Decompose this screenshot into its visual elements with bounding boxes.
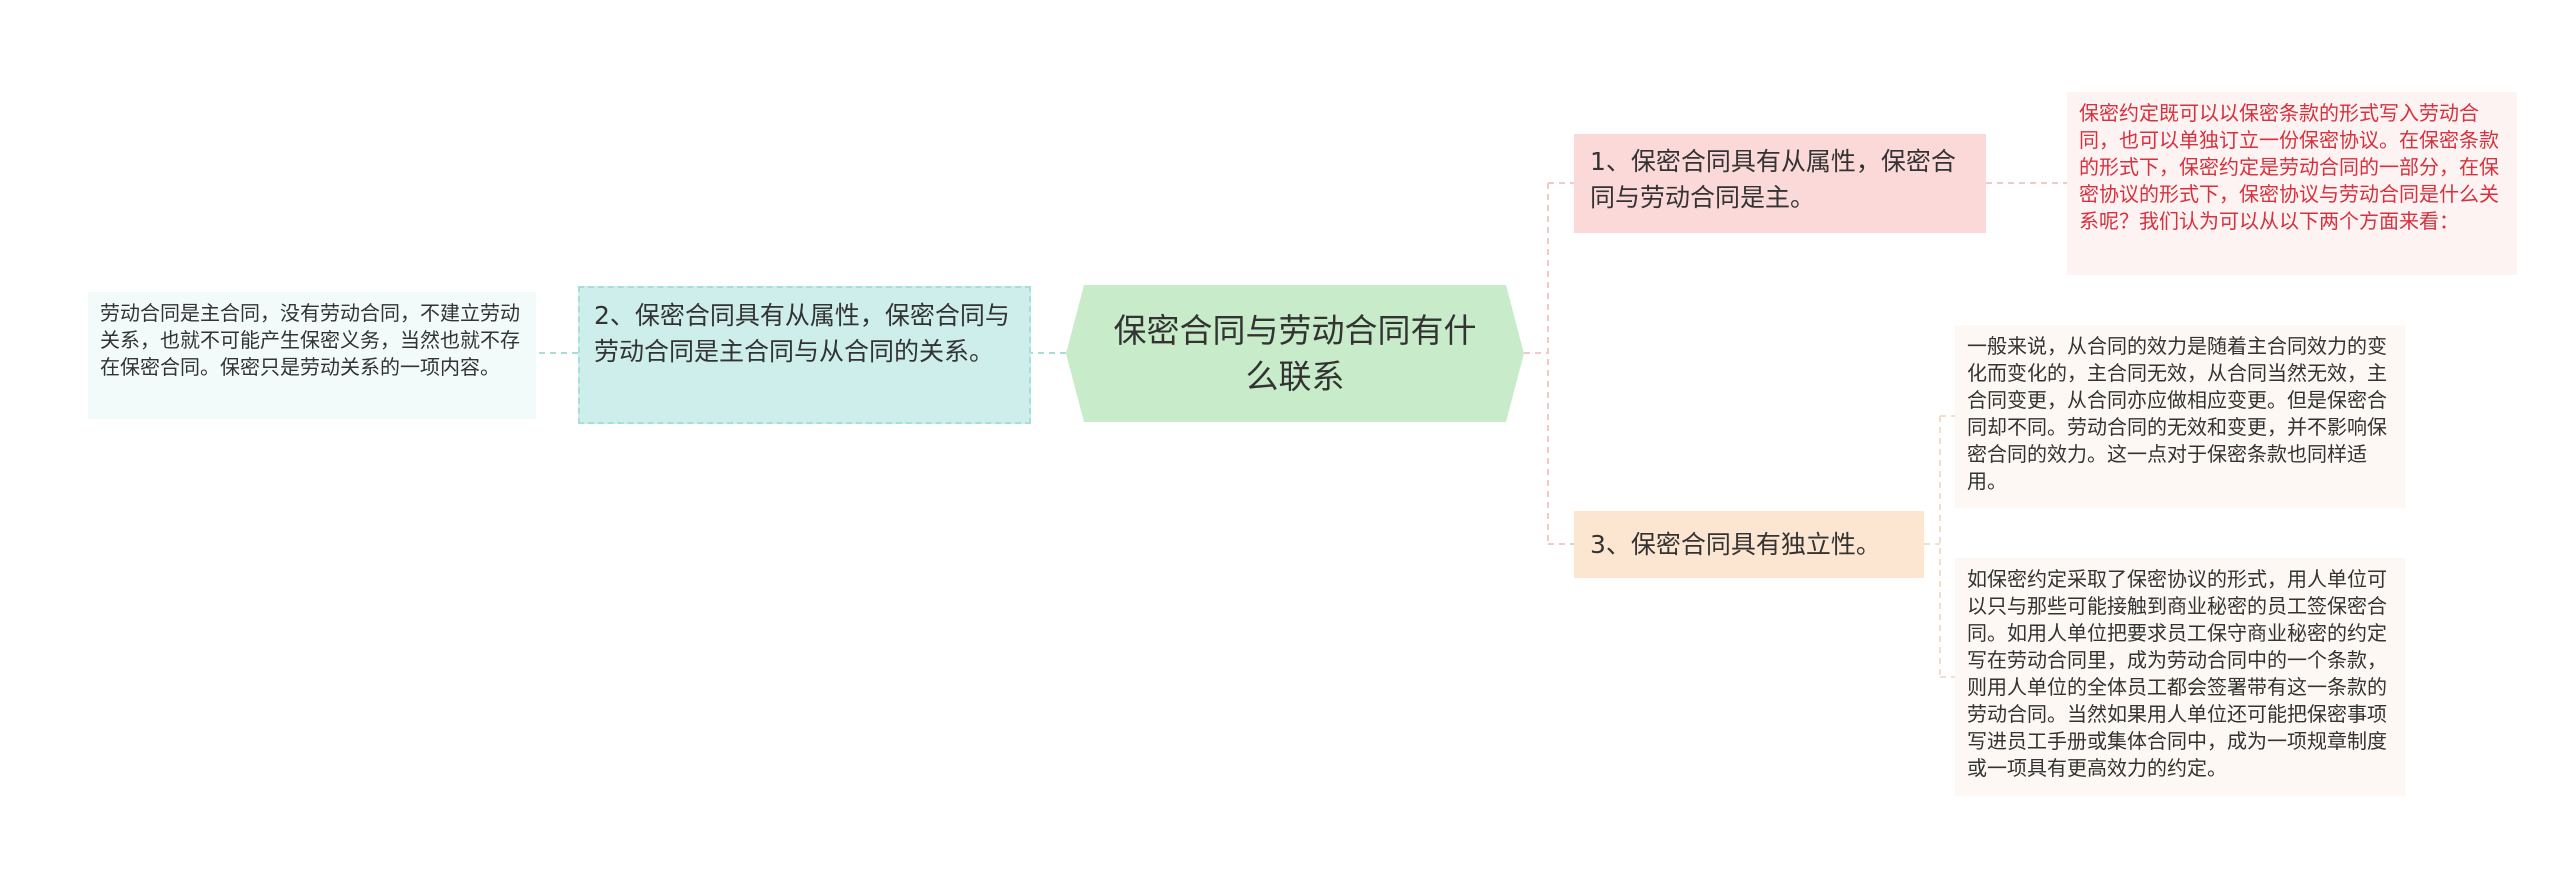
branch-topic-2-text: 2、保密合同具有从属性，保密合同与劳动合同是主合同与从合同的关系。	[594, 301, 1010, 366]
root-topic[interactable]: 保密合同与劳动合同有什么联系	[1066, 285, 1524, 422]
branch-topic-1-text: 1、保密合同具有从属性，保密合同与劳动合同是主。	[1590, 147, 1956, 212]
leaf-topic-main-contract-text: 劳动合同是主合同，没有劳动合同，不建立劳动关系，也就不可能产生保密义务，当然也就…	[100, 301, 520, 379]
root-topic-text: 保密合同与劳动合同有什么联系	[1113, 310, 1477, 396]
connector-root-to-right-branches	[1524, 182, 1574, 545]
branch-topic-3[interactable]: 3、保密合同具有独立性。	[1574, 511, 1924, 578]
connector-branch3-to-leaves	[1924, 415, 1955, 678]
leaf-topic-validity[interactable]: 一般来说，从合同的效力是随着主合同效力的变化而变化的，主合同无效，从合同当然无效…	[1955, 325, 2405, 508]
branch-topic-1[interactable]: 1、保密合同具有从属性，保密合同与劳动合同是主。	[1574, 134, 1986, 233]
leaf-topic-validity-text: 一般来说，从合同的效力是随着主合同效力的变化而变化的，主合同无效，从合同当然无效…	[1967, 334, 2387, 493]
leaf-topic-main-contract[interactable]: 劳动合同是主合同，没有劳动合同，不建立劳动关系，也就不可能产生保密义务，当然也就…	[88, 292, 536, 419]
leaf-topic-agreement-form-text: 如保密约定采取了保密协议的形式，用人单位可以只与那些可能接触到商业秘密的员工签保…	[1967, 567, 2387, 780]
branch-topic-3-text: 3、保密合同具有独立性。	[1590, 529, 1881, 559]
leaf-topic-confidentiality-forms[interactable]: 保密约定既可以以保密条款的形式写入劳动合同，也可以单独订立一份保密协议。在保密条…	[2067, 92, 2517, 275]
branch-topic-2[interactable]: 2、保密合同具有从属性，保密合同与劳动合同是主合同与从合同的关系。	[578, 286, 1031, 424]
leaf-topic-agreement-form[interactable]: 如保密约定采取了保密协议的形式，用人单位可以只与那些可能接触到商业秘密的员工签保…	[1955, 558, 2405, 796]
leaf-topic-confidentiality-forms-text: 保密约定既可以以保密条款的形式写入劳动合同，也可以单独订立一份保密协议。在保密条…	[2079, 101, 2499, 233]
